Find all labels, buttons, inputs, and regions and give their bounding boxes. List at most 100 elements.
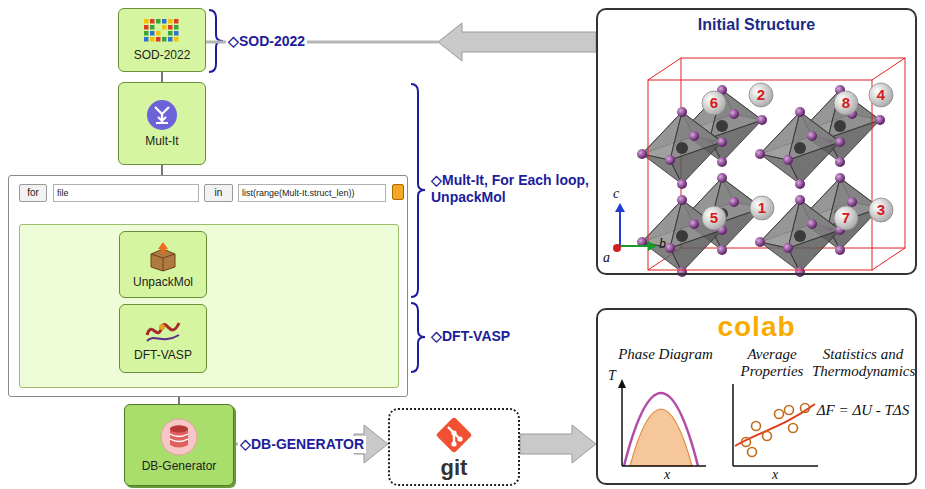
node-icon — [434, 415, 474, 455]
anion-sphere — [689, 219, 699, 229]
anion-sphere — [729, 197, 739, 207]
axes-triad — [613, 203, 657, 252]
step-label: ◇DFT-VASP — [429, 328, 512, 345]
axis-label: x — [772, 467, 778, 483]
axis-label: c — [613, 186, 619, 202]
a-site-sphere — [834, 206, 858, 230]
formula: ΔF = ΔU - TΔS — [812, 402, 914, 419]
node-icon — [147, 240, 179, 272]
logo-text: colab — [598, 312, 915, 342]
plot-title: Statistics and Thermodynamics — [812, 346, 914, 380]
callout-number: 6 — [706, 94, 722, 112]
anion-sphere — [835, 137, 845, 147]
a-site-sphere — [834, 91, 858, 115]
a-site-sphere — [702, 206, 726, 230]
a-site-sphere — [749, 83, 773, 107]
anion-sphere — [665, 155, 675, 165]
anion-sphere — [677, 107, 687, 117]
process-box: DFT-VASP — [119, 304, 207, 373]
anion-sphere — [783, 243, 793, 253]
loop-keyword: in — [204, 184, 233, 202]
step-label: ◇DB-GENERATOR — [238, 436, 366, 453]
anion-sphere — [875, 115, 885, 125]
panel-title: Initial Structure — [598, 16, 915, 34]
loop-body — [19, 224, 399, 388]
unit-cell — [681, 58, 905, 248]
node-label: DFT-VASP — [134, 348, 192, 362]
anion-sphere — [783, 155, 793, 165]
a-site-sphere — [750, 196, 774, 220]
callout-number: 2 — [753, 86, 769, 104]
connector — [162, 72, 163, 82]
unit-cell — [648, 80, 872, 270]
repository-box: git — [388, 408, 520, 486]
anion-sphere — [689, 131, 699, 141]
octahedra — [637, 85, 885, 277]
cation-sphere — [794, 142, 806, 154]
connector — [206, 23, 596, 61]
node-icon — [144, 19, 180, 45]
node-label: Mult-It — [145, 134, 178, 148]
process-box: Mult-It — [118, 82, 206, 165]
anion-sphere — [755, 237, 765, 247]
anion-sphere — [677, 195, 687, 205]
anion-sphere — [717, 137, 727, 147]
loop-iterable: list(range(Mult-It.struct_len)) — [238, 184, 386, 202]
block-arrow — [520, 425, 596, 463]
anion-sphere — [717, 157, 727, 167]
process-box: SOD-2022 — [118, 8, 206, 72]
anion-sphere — [807, 219, 817, 229]
anion-sphere — [757, 115, 767, 125]
anion-sphere — [835, 157, 845, 167]
a-site-sphere — [869, 198, 893, 222]
cation-sphere — [676, 142, 688, 154]
connector — [234, 425, 388, 463]
anion-sphere — [755, 149, 765, 159]
octahedron-face — [670, 112, 722, 160]
block-arrow — [438, 23, 596, 61]
node-icon — [146, 99, 178, 131]
a-site-sphere — [869, 83, 893, 107]
cation-sphere — [794, 230, 806, 242]
anion-sphere — [795, 107, 805, 117]
connector — [162, 165, 163, 175]
step-label: ◇Mult-It, For Each loop, UnpackMol — [429, 172, 595, 206]
node-label: DB-Generator — [142, 459, 217, 473]
node-label: SOD-2022 — [134, 48, 191, 62]
anion-sphere — [807, 131, 817, 141]
plot-title: Average Properties — [724, 346, 820, 380]
cation-sphere — [834, 120, 846, 132]
node-label: git — [441, 457, 468, 479]
callout-number: 5 — [706, 209, 722, 227]
octahedron-face — [788, 112, 840, 160]
loop-panel: forfileinlist(range(Mult-It.struct_len))… — [8, 175, 408, 397]
node-icon — [144, 315, 182, 345]
a-site-spheres — [702, 83, 893, 230]
structure-panel: Initial Structure — [596, 8, 917, 275]
anion-sphere — [729, 109, 739, 119]
step-label: ◇SOD-2022 — [226, 33, 307, 50]
connector-line — [161, 165, 163, 175]
a-site-sphere — [702, 91, 726, 115]
connector — [520, 425, 596, 463]
node-label: UnpackMol — [133, 275, 193, 289]
octahedron-face — [788, 200, 840, 248]
axis-label: b — [659, 236, 666, 252]
cation-sphere — [716, 120, 728, 132]
loop-button — [392, 184, 404, 200]
loop-variable: file — [53, 184, 199, 202]
anion-sphere — [677, 267, 687, 277]
axis-label: a — [603, 250, 610, 266]
plot-title: Phase Diagram — [618, 346, 713, 363]
anion-sphere — [637, 149, 647, 159]
bracket — [411, 303, 425, 372]
anion-sphere — [677, 179, 687, 189]
average-properties-plot — [733, 384, 818, 466]
callout-number: 4 — [873, 86, 889, 104]
bracket — [411, 84, 425, 297]
anion-sphere — [835, 173, 845, 183]
anion-sphere — [717, 173, 727, 183]
callout-number: 8 — [838, 94, 854, 112]
node-icon — [160, 418, 198, 456]
